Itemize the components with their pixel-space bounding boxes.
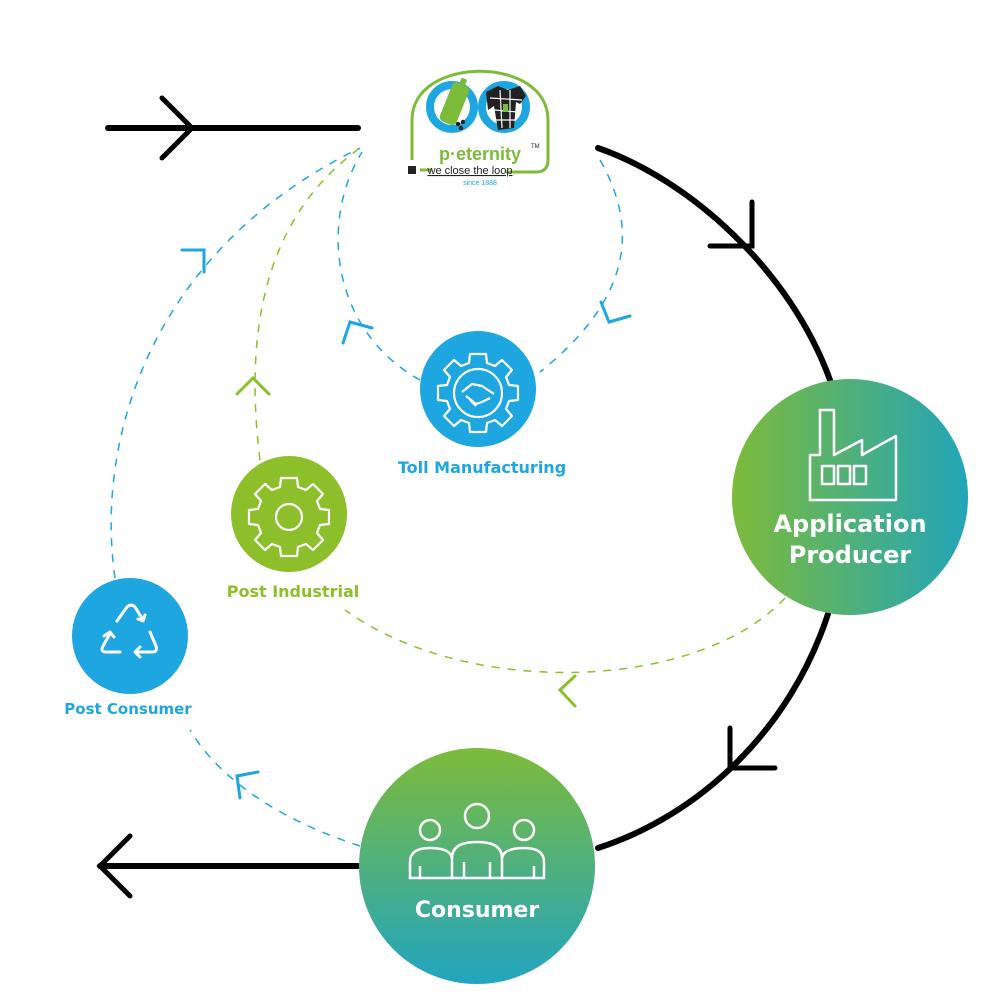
consumer-circle [359, 748, 595, 984]
application-producer-label-line2: Producer [788, 541, 912, 569]
application-producer-label: Application Producer [750, 509, 950, 571]
consumer-label: Consumer [414, 898, 540, 923]
output-arrow-head [96, 833, 133, 899]
post-consumer-out [110, 147, 361, 579]
post-consumer-loop [110, 147, 361, 847]
input-arrow-head [159, 95, 196, 161]
toll-manufacturing-label: Toll Manufacturing [397, 458, 567, 477]
post-consumer-node[interactable] [72, 578, 188, 694]
logo-ring-left [426, 81, 478, 133]
toll-back-arrow-head [341, 320, 374, 345]
toll-loop [337, 151, 624, 381]
toll-out-arrow-head [599, 300, 632, 324]
logo-arch [410, 69, 550, 174]
people-icon [408, 802, 546, 880]
post-industrial-in-arrow-head [557, 674, 577, 708]
application-producer-node[interactable] [732, 379, 968, 615]
logo-trademark: TM [531, 144, 540, 150]
logo-since: since 1888 [463, 180, 497, 187]
gear-icon [247, 476, 331, 558]
recycle-icon [100, 603, 158, 659]
logo-tagline: we close the loop [427, 165, 513, 177]
pellets-icon [455, 119, 466, 131]
post-industrial-out-arrow-head [235, 375, 271, 396]
gear-handshake-icon [436, 352, 520, 434]
toll-manufacturing-node[interactable] [420, 331, 536, 447]
post-industrial-label: Post Industrial [226, 582, 360, 601]
toll-manufacturing-circle [420, 331, 536, 447]
post-industrial-loop [254, 147, 786, 674]
toll-loop-out [539, 159, 624, 373]
post-consumer-in-arrow-head [235, 770, 260, 800]
flow-arc-producer-to-consumer [595, 611, 831, 851]
flow-arrow-head-2 [727, 725, 778, 771]
peternity-logo: p·eternity TM we close the loop since 18… [408, 69, 550, 187]
bottle-icon [439, 77, 470, 125]
flow-arc-logo-to-producer [595, 145, 833, 383]
factory-icon [808, 408, 898, 502]
post-industrial-out [254, 147, 361, 461]
post-industrial-in [344, 597, 786, 674]
application-producer-circle [732, 379, 968, 615]
post-industrial-circle [231, 456, 347, 572]
post-consumer-out-arrow-head [180, 248, 206, 274]
flow-arrow-head-1 [707, 199, 755, 249]
post-consumer-in [189, 729, 361, 847]
logo-brand-text: p·eternity [439, 144, 521, 164]
application-producer-label-line1: Application [773, 510, 927, 538]
consumer-node[interactable] [359, 748, 595, 984]
post-consumer-circle [72, 578, 188, 694]
post-industrial-node[interactable] [231, 456, 347, 572]
shirt-icon [486, 86, 526, 130]
logo-square [408, 166, 416, 174]
post-consumer-label: Post Consumer [64, 700, 192, 718]
toll-loop-back [337, 151, 421, 381]
main-flow [96, 95, 833, 899]
